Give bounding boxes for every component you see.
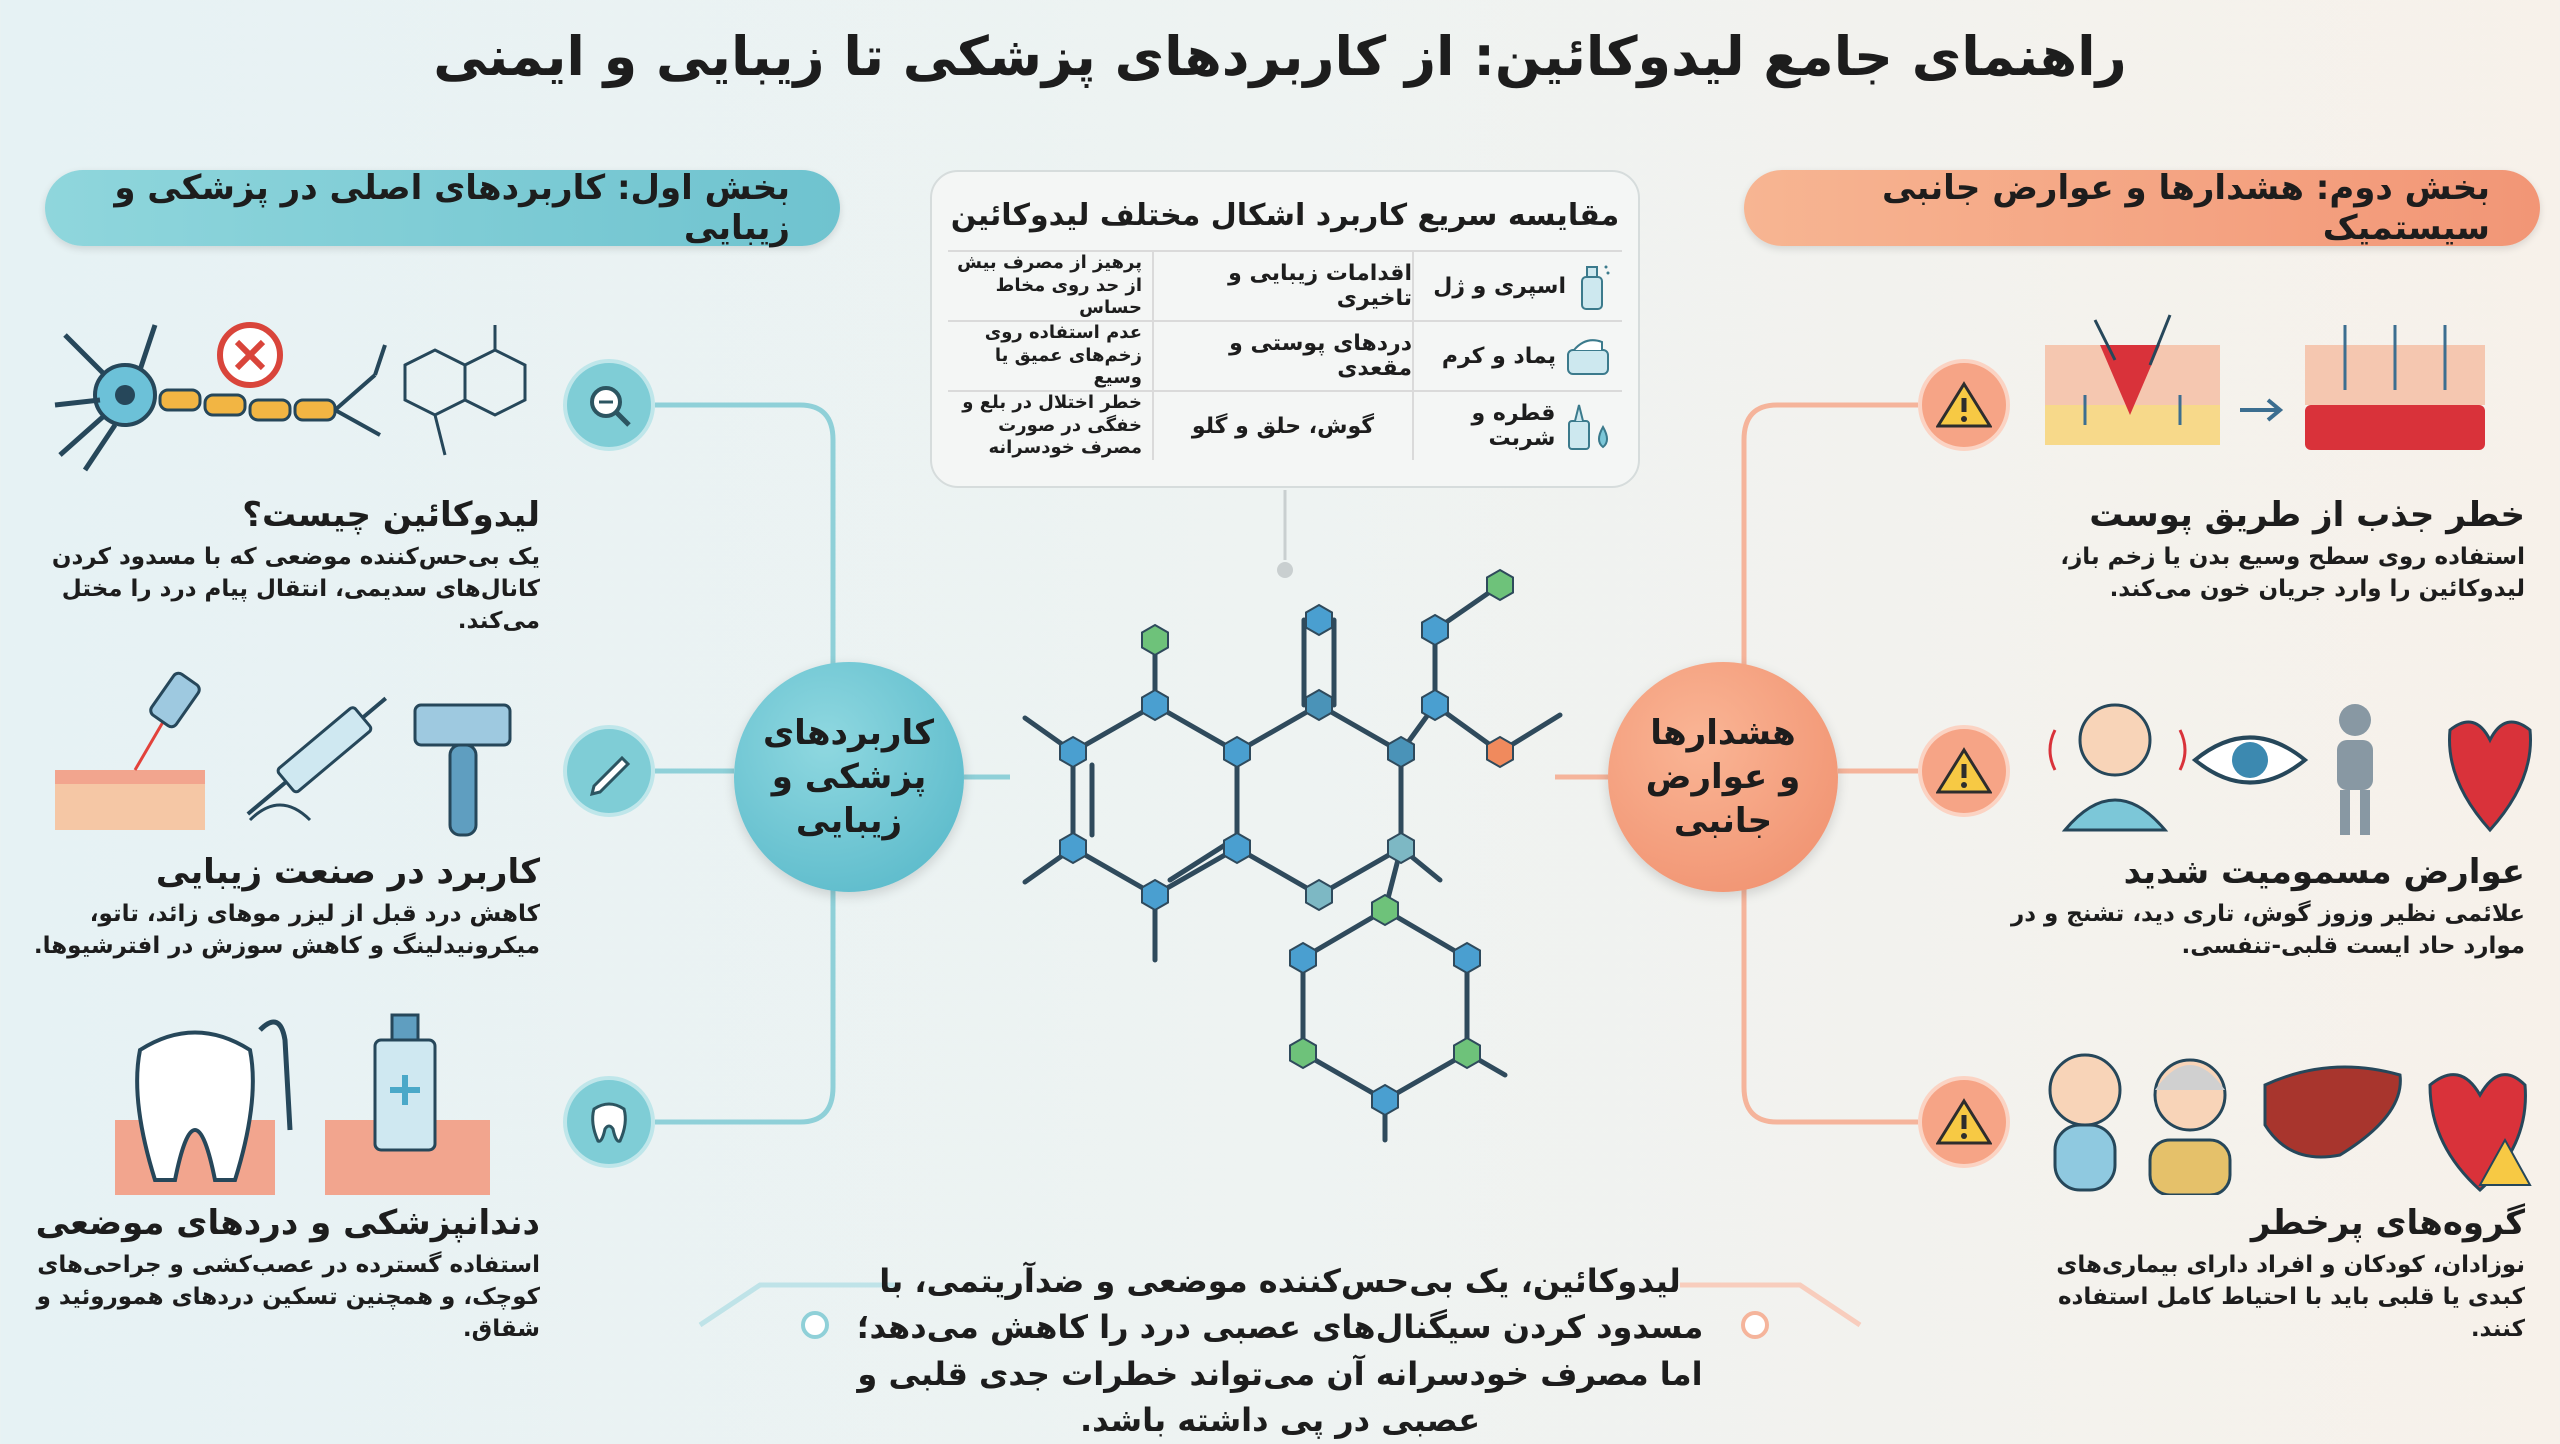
atom-node	[1305, 878, 1333, 912]
atom-node	[1421, 688, 1449, 722]
section-left-header: بخش اول: کاربردهای اصلی در پزشکی و زیبای…	[45, 168, 840, 248]
laser-syringe-razor-illustration	[55, 671, 512, 837]
form-label: پماد و کرم	[1441, 343, 1556, 369]
atom-node	[1486, 735, 1514, 769]
atom-node	[1371, 1083, 1399, 1117]
tooth-icon	[563, 1076, 655, 1168]
block-title: دندانپزشکی و دردهای موضعی	[35, 1203, 540, 1243]
spray-icon	[1581, 265, 1610, 310]
info-block: دندانپزشکی و دردهای موضعی استفاده گسترده …	[15, 1203, 540, 1346]
magnifier-icon	[563, 359, 655, 451]
high-risk-groups-illustration	[2048, 1053, 2532, 1195]
warning-icon	[1918, 1076, 2010, 1168]
block-text: استفاده روی سطح وسیع بدن یا زخم باز، لید…	[2060, 544, 2525, 603]
neuron-illustration	[54, 322, 527, 472]
section-right-header: بخش دوم: هشدارها و عوارض جانبی سیستمیک	[1744, 168, 2540, 248]
caution-cell: عدم استفاده روی زخم‌های عمیق یا وسیع	[984, 322, 1142, 389]
atom-node	[1486, 568, 1514, 602]
toxicity-symptoms-illustration	[2048, 703, 2532, 835]
info-block: خطر جذب از طریق پوست استفاده روی سطح وسیع…	[2000, 495, 2525, 605]
table-title: مقایسه سریع کاربرد اشکال مختلف لیدوکائین	[950, 198, 1620, 233]
block-text: استفاده گسترده در عصب‌کشی و جراحی‌های کو…	[36, 1252, 540, 1343]
block-title: عوارض مسمومیت شدید	[2123, 852, 2525, 892]
atom-node	[1371, 893, 1399, 927]
info-block: لیدوکائین چیست؟ یک بی‌حس‌کننده موضعی که ب…	[15, 495, 540, 638]
warning-icon	[1918, 359, 2010, 451]
cream-jar-icon	[1567, 339, 1609, 375]
block-title: گروه‌های پرخطر	[2250, 1203, 2525, 1243]
atom-node	[1141, 623, 1169, 657]
use-cell: گوش، حلق و گلو	[1152, 392, 1412, 460]
block-title: لیدوکائین چیست؟	[242, 495, 540, 535]
block-title: خطر جذب از طریق پوست	[2089, 495, 2525, 535]
hub-medical-uses: کاربردهای پزشکی و زیبایی	[734, 662, 964, 892]
atom-node	[1453, 941, 1481, 975]
form-label: اسپری و ژل	[1433, 273, 1566, 299]
atom-node	[1421, 613, 1449, 647]
atom-node	[1141, 878, 1169, 912]
skin-absorption-illustration	[2045, 314, 2485, 450]
atom-node	[1289, 1036, 1317, 1070]
block-text: یک بی‌حس‌کننده موضعی که با مسدود کردن کا…	[51, 544, 540, 635]
atom-node	[1289, 941, 1317, 975]
hub-label: هشدارها و عوارض جانبی	[1645, 712, 1801, 842]
hub-label: کاربردهای پزشکی و زیبایی	[763, 712, 934, 842]
block-text: علائمی نظیر وزوز گوش، تاری دید، تشنج و د…	[2010, 901, 2525, 960]
atom-node	[1305, 688, 1333, 722]
warning-icon	[1918, 725, 2010, 817]
page-title: راهنمای جامع لیدوکائین: از کاربردهای پزش…	[433, 25, 2127, 88]
hub-warnings: هشدارها و عوارض جانبی	[1608, 662, 1838, 892]
dropper-icon	[1568, 404, 1609, 450]
atom-node	[1059, 735, 1087, 769]
caution-cell: پرهیز از مصرف بیش از حد روی مخاط حساس	[957, 252, 1142, 319]
tooth-ointment-illustration	[115, 1013, 490, 1195]
info-block: عوارض مسمومیت شدید علائمی نظیر وزوز گوش، …	[2000, 852, 2525, 962]
summary-note: لیدوکائین، یک بی‌حس‌کننده موضعی و ضدآریت…	[856, 1262, 1704, 1440]
info-block: گروه‌های پرخطر نوزادان، کودکان و افراد دا…	[2000, 1203, 2525, 1346]
atom-node	[1453, 1036, 1481, 1070]
table-row: پماد و کرم دردهای پوستی و مقعدی عدم استف…	[948, 320, 1622, 390]
pen-icon	[563, 725, 655, 817]
atom-node	[1059, 831, 1087, 865]
block-text: نوزادان، کودکان و افراد دارای بیماری‌های…	[2056, 1252, 2525, 1343]
table-row: قطره و شربت گوش، حلق و گلو خطر اختلال در…	[948, 390, 1622, 460]
caution-cell: خطر اختلال در بلع و خفگی در صورت مصرف خو…	[962, 392, 1142, 459]
lidocaine-molecule	[1022, 568, 1563, 1143]
atom-node	[1387, 831, 1415, 865]
block-text: کاهش درد قبل از لیزر موهای زائد، تاتو، م…	[33, 901, 540, 960]
table-row: اسپری و ژل اقدامات زیبایی و تاخیری پرهیز…	[948, 250, 1622, 320]
info-block: کاربرد در صنعت زیبایی کاهش درد قبل از لیز…	[15, 852, 540, 962]
atom-node	[1387, 735, 1415, 769]
block-title: کاربرد در صنعت زیبایی	[155, 852, 540, 892]
atom-node	[1141, 688, 1169, 722]
form-label: قطره و شربت	[1471, 401, 1556, 451]
atom-node	[1223, 831, 1251, 865]
atom-node	[1305, 603, 1333, 637]
comparison-table: مقایسه سریع کاربرد اشکال مختلف لیدوکائین…	[930, 170, 1640, 488]
atom-node	[1223, 735, 1251, 769]
use-cell: دردهای پوستی و مقعدی	[1152, 322, 1412, 390]
use-cell: اقدامات زیبایی و تاخیری	[1152, 252, 1412, 320]
